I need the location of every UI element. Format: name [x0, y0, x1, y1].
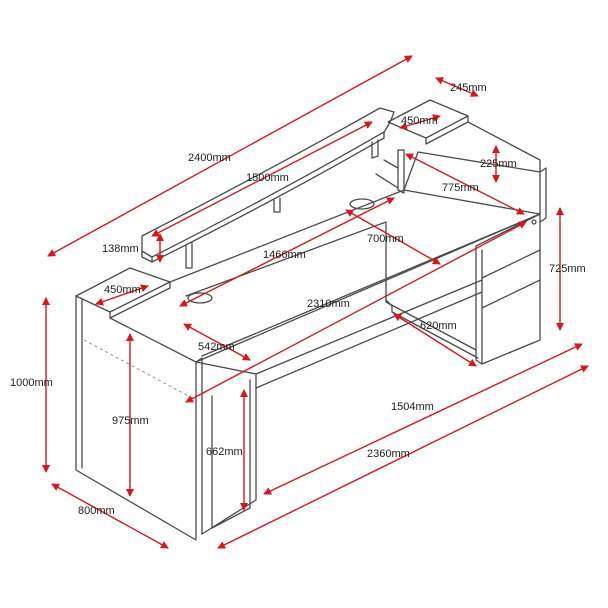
- shelf-post-left: [185, 242, 193, 269]
- label-top-shelf-depth: 245mm: [450, 82, 487, 94]
- label-overall-depth: 800mm: [78, 505, 115, 517]
- label-shelf-length: 1500mm: [246, 172, 289, 184]
- label-desk-length: 2310mm: [307, 298, 350, 310]
- dim-arrow-overall-depth: [51, 483, 169, 549]
- dim-arrow-under-desk-length: [263, 343, 583, 495]
- upper-box: [397, 149, 405, 194]
- raised-shelf-front: [141, 250, 153, 263]
- label-shelf-side-left: 450mm: [104, 284, 141, 296]
- label-shelf-inner-span: 775mm: [442, 182, 479, 194]
- dim-arrow-shelf-side-left: [95, 284, 149, 306]
- front-panel-hidden-edge: [83, 339, 197, 401]
- dim-arrow-shelf-inner-span: [405, 153, 525, 215]
- label-desk-inner-depth: 700mm: [367, 233, 404, 245]
- front-panel: [75, 295, 197, 541]
- label-overall-height: 1000mm: [10, 377, 53, 389]
- label-return-depth: 542mm: [198, 341, 235, 353]
- label-base-length: 2360mm: [367, 448, 410, 460]
- label-panel-height: 662mm: [206, 446, 243, 458]
- label-pedestal-depth: 620mm: [420, 320, 457, 332]
- label-shelf-thickness: 138mm: [102, 243, 139, 255]
- dimension-labels: 2400mm 245mm 450mm 1500mm 225mm 775mm 70…: [10, 82, 586, 517]
- label-shelf-inner-length: 1466mm: [263, 249, 306, 261]
- cable-grommet-right: [349, 198, 375, 210]
- dimension-arrows: [42, 55, 589, 549]
- dim-arrow-top-shelf-depth: [435, 77, 479, 97]
- desk-outline: [75, 99, 547, 541]
- label-shelf-side-right: 450mm: [401, 115, 438, 127]
- dim-arrow-desk-length: [185, 221, 527, 403]
- dim-arrow-return-depth: [183, 323, 251, 361]
- label-overall-length: 2400mm: [188, 152, 231, 164]
- right-end-panel: [539, 167, 547, 223]
- label-desk-height: 725mm: [549, 263, 586, 275]
- shelf-post-mid: [273, 197, 281, 213]
- dim-arrow-shelf-side-right: [399, 114, 441, 130]
- label-shelf-height: 225mm: [480, 158, 517, 170]
- dim-arrow-base-length: [217, 365, 589, 549]
- pedestal-lock: [531, 219, 537, 225]
- label-under-desk-length: 1504mm: [391, 401, 434, 413]
- label-inner-height: 975mm: [112, 415, 149, 427]
